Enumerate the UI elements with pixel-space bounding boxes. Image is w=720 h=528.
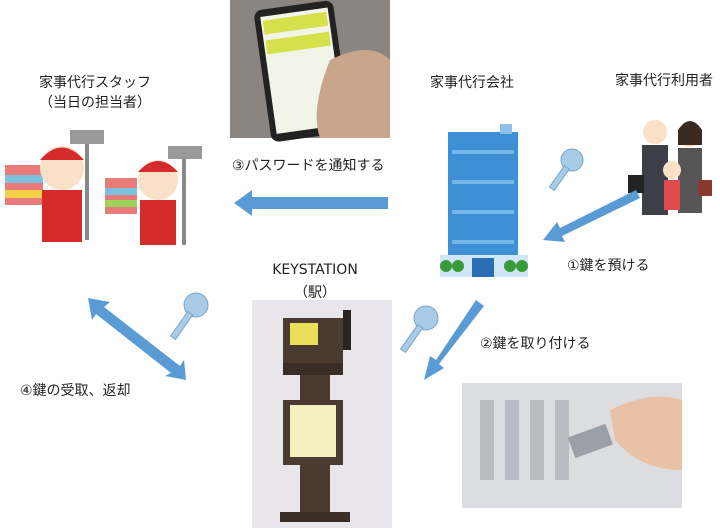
- key-icon: [169, 292, 209, 341]
- key-icon: [548, 148, 584, 192]
- keystation-kiosk-photo: [252, 300, 392, 528]
- key-icon: [399, 305, 439, 354]
- arrow-step1: [543, 190, 640, 242]
- step1-label: ①鍵を預ける: [567, 258, 650, 274]
- step3-label: ③パスワードを通知する: [232, 158, 385, 174]
- step4-label: ④鍵の受取、返却: [20, 383, 131, 399]
- family-illustration: [628, 120, 712, 215]
- staff-illustration: [5, 130, 202, 245]
- station-label-line1: KEYSTATION: [272, 262, 358, 278]
- smartphone-photo: [230, 0, 390, 142]
- station-label-line2: （駅）: [294, 285, 336, 301]
- user-label: 家事代行利用者: [615, 73, 713, 89]
- company-label: 家事代行会社: [430, 75, 514, 91]
- arrow-step4-bidirectional: [88, 298, 186, 380]
- arrow-step2: [424, 300, 484, 380]
- arrow-step3: [234, 190, 388, 216]
- key-cabinet-photo: [462, 383, 682, 508]
- step2-label: ②鍵を取り付ける: [480, 336, 591, 352]
- staff-label-line2: （当日の担当者）: [39, 95, 151, 111]
- company-building-icon: [440, 124, 528, 277]
- staff-label-line1: 家事代行スタッフ: [39, 75, 151, 91]
